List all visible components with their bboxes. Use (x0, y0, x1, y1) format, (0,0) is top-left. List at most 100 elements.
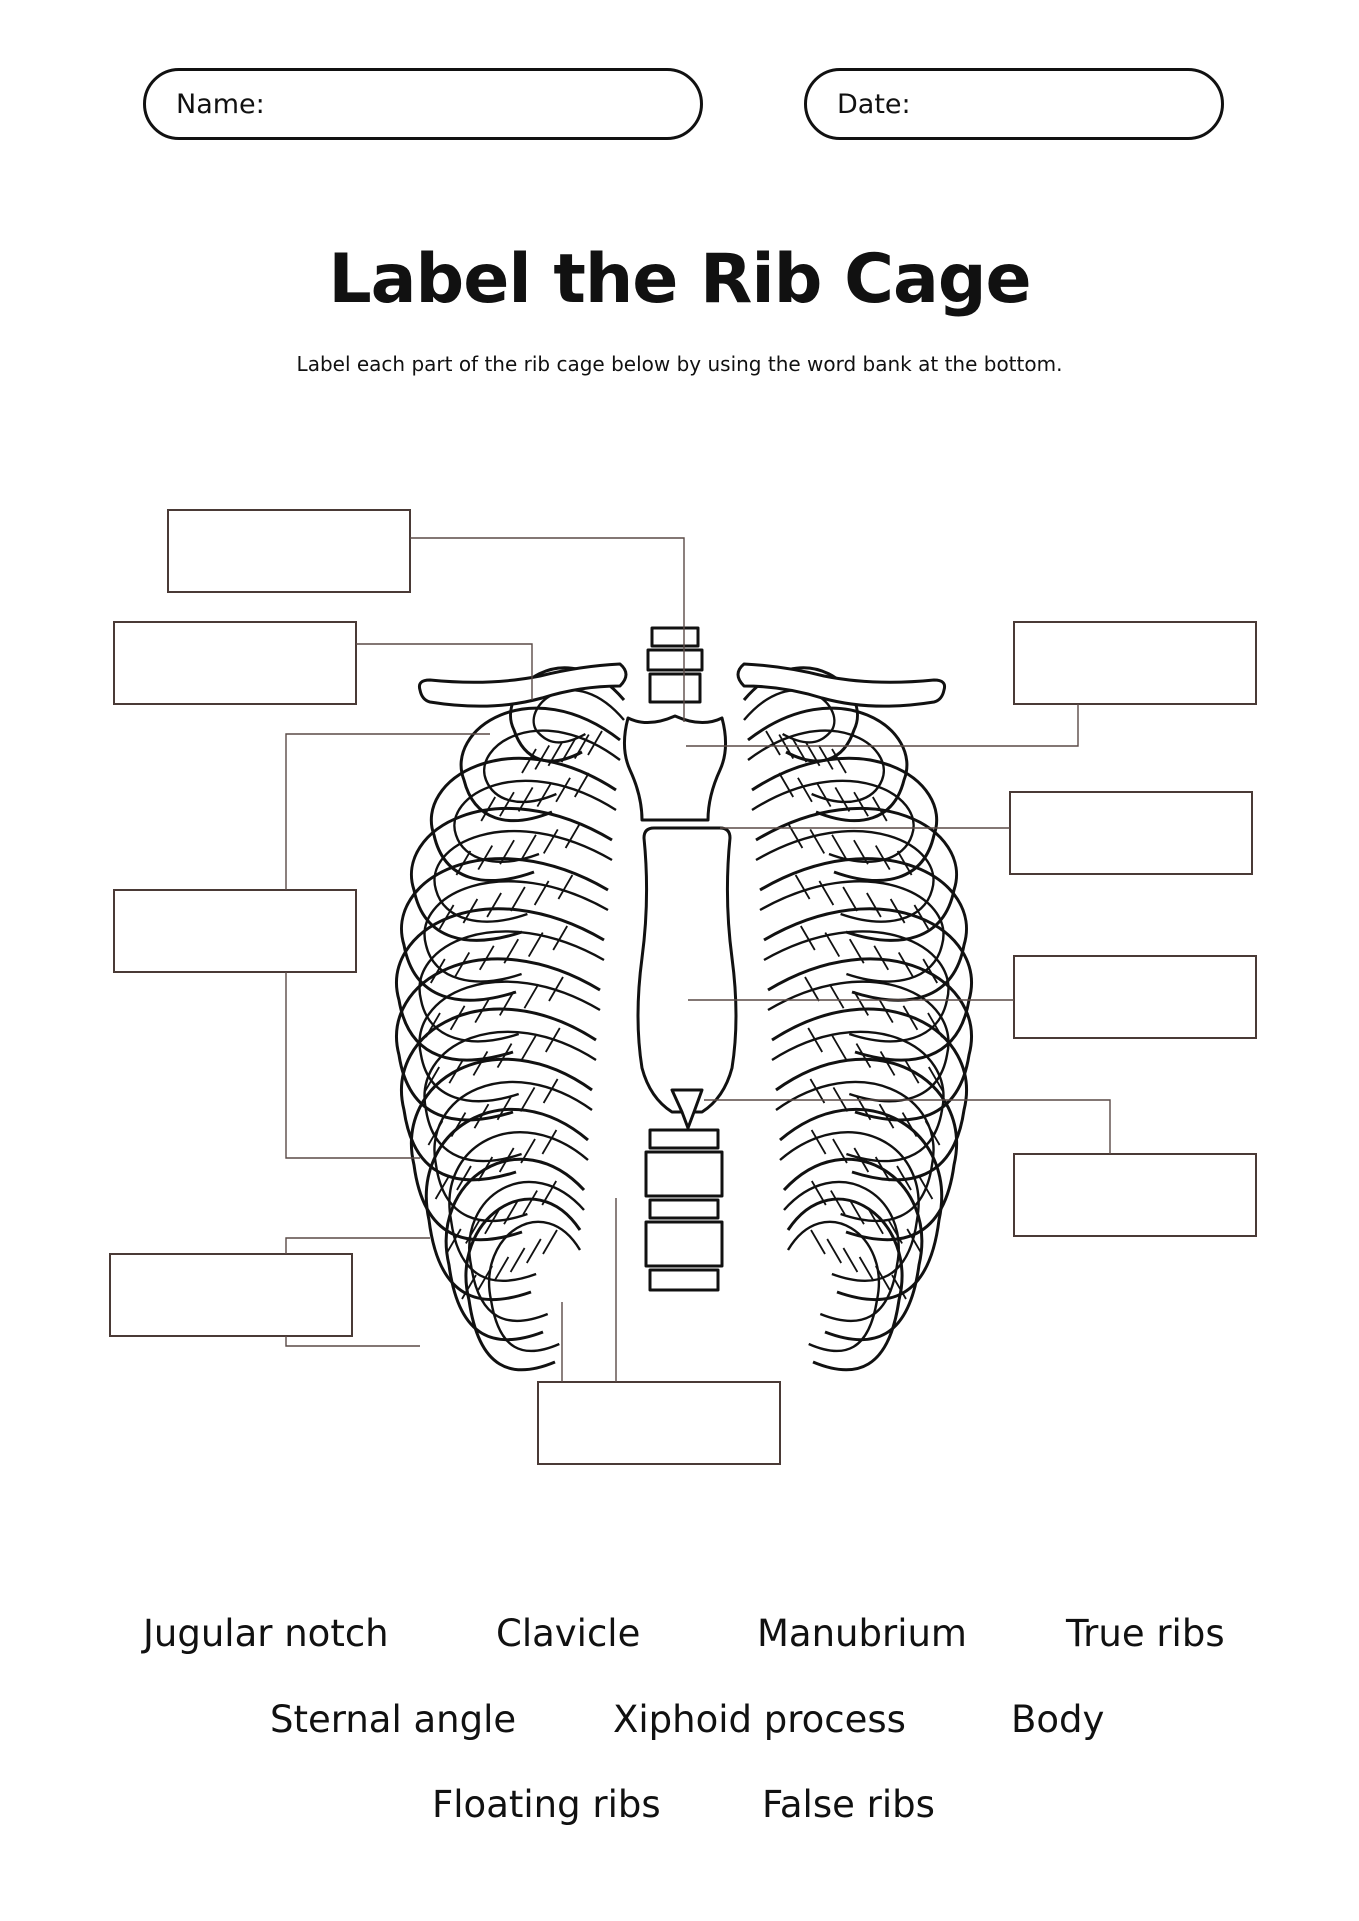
intercostal-hatch (517, 786, 534, 812)
intercostal-hatching (424, 730, 944, 1300)
leader-6 (686, 704, 1079, 747)
intercostal-hatch (477, 845, 494, 871)
rib-outer (429, 756, 617, 882)
intercostal-hatch (866, 892, 882, 918)
intercostal-hatch (858, 1256, 875, 1282)
intercostal-hatch (519, 1086, 536, 1112)
intercostal-hatch (831, 1035, 848, 1061)
intercostal-hatch (901, 1112, 918, 1138)
intercostal-hatch (891, 1274, 907, 1300)
date-label: Date: (837, 88, 911, 120)
intercostal-hatch (523, 983, 540, 1009)
rib-inner (483, 729, 621, 804)
intercostal-hatch (503, 1199, 519, 1225)
rib-outer (444, 1157, 586, 1342)
intercostal-hatch (536, 782, 553, 808)
rib-outer (395, 957, 601, 1122)
date-field[interactable]: Date: (804, 68, 1224, 140)
word-true-ribs: True ribs (1066, 1612, 1225, 1655)
intercostal-hatch (815, 782, 832, 808)
intercostal-hatch (913, 904, 930, 930)
label-box-7[interactable] (1009, 791, 1253, 875)
intercostal-hatch (493, 1256, 510, 1282)
word-manubrium: Manubrium (757, 1612, 967, 1655)
intercostal-hatch (448, 1058, 465, 1084)
intercostal-hatch (872, 796, 888, 822)
intercostal-hatch (791, 737, 808, 763)
intercostal-hatch (842, 886, 858, 912)
intercostal-hatch (496, 1043, 513, 1069)
rib-outer (459, 706, 621, 823)
intercostal-hatch (878, 998, 894, 1024)
label-box-3[interactable] (113, 889, 357, 973)
intercostal-hatch (831, 834, 847, 860)
label-box-6[interactable] (1013, 621, 1257, 705)
intercostal-hatch (853, 839, 869, 865)
intercostal-hatch (574, 734, 590, 760)
sternum-body (636, 826, 738, 1114)
xiphoid (670, 1088, 704, 1130)
intercostal-hatch (527, 932, 544, 958)
leader-3a (285, 733, 490, 890)
rib-outer (775, 1057, 958, 1242)
intercostal-hatch (434, 1174, 451, 1200)
rib-inner (418, 930, 605, 1043)
rib-inner (532, 689, 625, 744)
intercostal-hatch (818, 744, 834, 770)
intercostal-hatch (797, 777, 813, 803)
rib-outer (400, 1007, 597, 1182)
intercostal-hatch (462, 898, 479, 924)
intercostal-hatch (542, 1078, 559, 1104)
label-box-9 (1013, 1153, 1257, 1237)
intercostal-hatch (765, 730, 781, 756)
rib-inner (747, 729, 885, 804)
intercostal-hatch (873, 945, 890, 971)
intercostal-hatch (824, 932, 841, 958)
rib-inner (453, 779, 617, 863)
rib-outer (755, 807, 958, 942)
intercostal-hatch (545, 1027, 561, 1053)
intercostal-hatch (587, 730, 603, 756)
intercostal-hatch (520, 1035, 537, 1061)
rib-cage-illustration (395, 626, 973, 1372)
intercostal-hatch (499, 990, 515, 1016)
label-box-4[interactable] (109, 1253, 353, 1337)
intercostal-hatch (810, 1129, 827, 1155)
label-box-5[interactable] (537, 1381, 781, 1465)
intercostal-hatch (818, 880, 835, 906)
intercostal-hatch (906, 1228, 922, 1254)
label-box-2[interactable] (113, 621, 357, 705)
name-field[interactable]: Name: (143, 68, 703, 140)
intercostal-hatch (826, 1238, 842, 1264)
intercostal-hatch (842, 1247, 859, 1273)
intercostal-hatch (446, 1228, 462, 1254)
intercostal-hatch (541, 1180, 557, 1206)
left-clavicle (418, 662, 628, 708)
intercostal-hatch (574, 772, 590, 798)
intercostal-hatch (427, 1120, 444, 1146)
intercostal-hatch (486, 892, 502, 918)
rib-inner (771, 1030, 945, 1163)
rib-inner (751, 779, 915, 863)
intercostal-hatch (903, 1058, 920, 1084)
label-box-1[interactable] (167, 509, 411, 593)
word-xiphoid-process: Xiphoid process (613, 1698, 906, 1741)
intercostal-hatch (811, 1180, 827, 1206)
intercostal-hatch (499, 791, 515, 817)
rib-outer (751, 756, 939, 882)
cervical-vertebra (646, 626, 704, 704)
intercostal-hatch (560, 737, 577, 763)
intercostal-hatch (853, 1147, 870, 1173)
intercostal-hatch (874, 1156, 891, 1182)
label-box-8[interactable] (1013, 955, 1257, 1039)
intercostal-hatch (828, 983, 845, 1009)
intercostal-hatch (461, 1274, 477, 1300)
intercostal-hatch (472, 1050, 489, 1076)
rib-outer (782, 1157, 924, 1342)
rib-outer (395, 907, 605, 1062)
intercostal-hatch (450, 1112, 467, 1138)
rib-outer (771, 1007, 968, 1182)
intercostal-hatch (868, 1209, 884, 1235)
intercostal-hatch (564, 823, 581, 849)
intercostal-hatch (874, 845, 891, 871)
